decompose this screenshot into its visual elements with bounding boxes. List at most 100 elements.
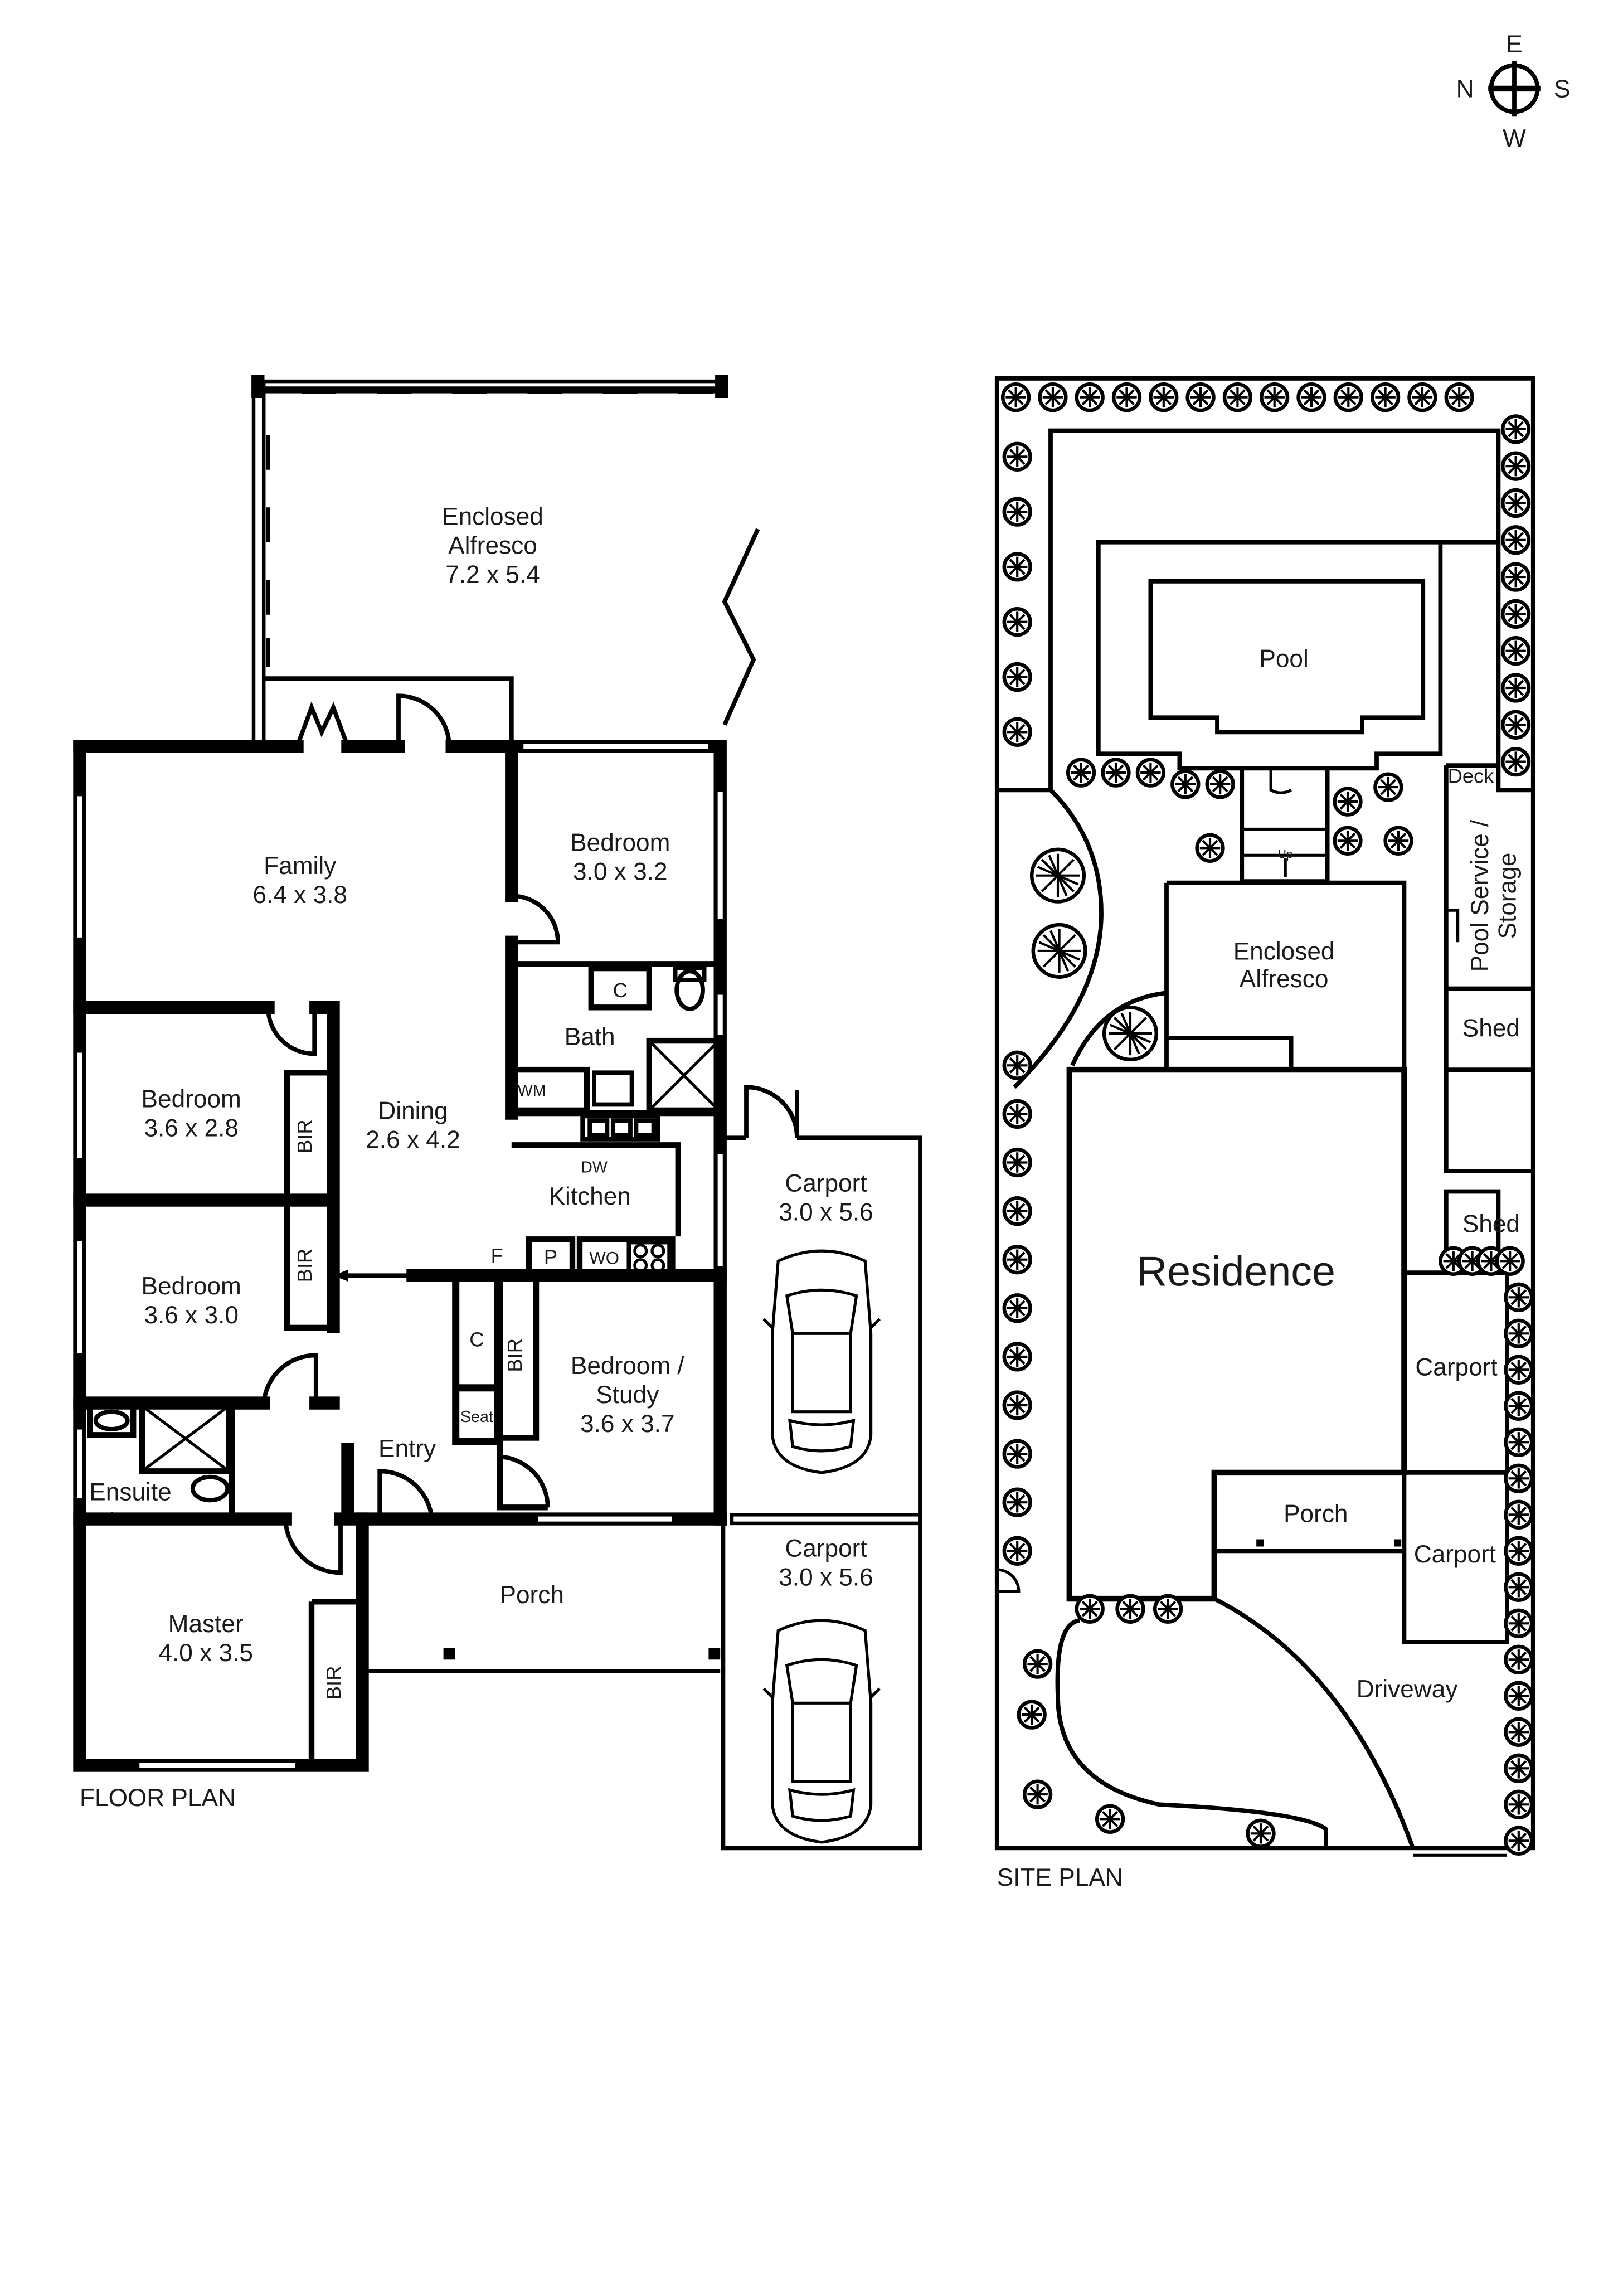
pool-service-label-2: Storage <box>1494 853 1522 939</box>
family-label: Family <box>264 852 336 880</box>
shed-1-label: Shed <box>1462 1014 1520 1042</box>
bedroom-2-label: Bedroom <box>142 1086 241 1113</box>
tree-icon <box>1117 1596 1144 1622</box>
tree-icon <box>1503 638 1529 664</box>
tree-icon <box>1004 1441 1031 1467</box>
tree-icon <box>1503 490 1529 516</box>
tree-icon <box>1004 1392 1031 1419</box>
tree-icon <box>1261 384 1287 410</box>
pantry-label: P <box>544 1246 557 1269</box>
shed-2-label: Shed <box>1462 1210 1520 1237</box>
tree-icon <box>1003 384 1029 410</box>
tree-icon <box>1505 1502 1532 1528</box>
tree-icon <box>1503 675 1529 701</box>
floor-plan: Enclosed Alfresco 7.2 x 5.4 Family 6.4 x… <box>73 375 922 1851</box>
bedroom-3-size: 3.6 x 3.0 <box>144 1302 239 1329</box>
tree-icon <box>1004 1052 1031 1079</box>
tree-icon <box>1505 1828 1532 1854</box>
tree-icon <box>1375 774 1401 800</box>
alfresco-label-2: Alfresco <box>448 532 537 560</box>
compass-east: E <box>1506 31 1522 58</box>
tree-icon <box>1505 1393 1532 1419</box>
site-alfresco-label-2: Alfresco <box>1240 965 1329 993</box>
tree-icon <box>1505 1792 1532 1818</box>
tree-icon <box>1503 601 1529 627</box>
tree-icon <box>1004 1149 1031 1176</box>
floor-plan-caption: FLOOR PLAN <box>80 1784 236 1812</box>
tree-icon <box>1077 384 1103 410</box>
tree-icon <box>1150 384 1177 410</box>
master-label: Master <box>168 1610 244 1638</box>
fridge-label: F <box>491 1244 503 1267</box>
tree-icon <box>1068 760 1094 786</box>
site-carport-1-label: Carport <box>1415 1354 1497 1381</box>
tree-icon <box>1505 1574 1532 1600</box>
family-size: 6.4 x 3.8 <box>252 881 347 909</box>
tree-icon <box>1505 1647 1532 1673</box>
seat-label: Seat <box>460 1408 493 1426</box>
tree-icon <box>1503 416 1529 443</box>
pool-label: Pool <box>1259 645 1308 672</box>
tree-icon <box>1410 384 1436 410</box>
tree-icon <box>1004 664 1031 690</box>
compass: E N S W <box>1456 31 1571 152</box>
bir-label-4: BIR <box>322 1666 345 1700</box>
carport-2-size: 3.0 x 5.6 <box>779 1564 873 1591</box>
tree-icon <box>1335 828 1361 854</box>
carport-1-label: Carport <box>785 1170 867 1197</box>
alfresco-label: Enclosed <box>442 503 543 531</box>
compass-west: W <box>1503 125 1526 152</box>
tree-icon <box>1497 1248 1523 1274</box>
tree-icon <box>1299 384 1325 410</box>
site-plan-caption: SITE PLAN <box>997 1864 1123 1891</box>
tree-icon <box>1335 789 1361 815</box>
study-label: Bedroom / <box>571 1352 685 1380</box>
porch-label: Porch <box>499 1581 563 1609</box>
tree-icon <box>1503 712 1529 738</box>
tree-icon <box>1505 1465 1532 1492</box>
tree-icon <box>1004 554 1031 580</box>
tree-icon <box>1004 1489 1031 1516</box>
tree-icon <box>1155 1596 1181 1622</box>
tree-icon <box>1248 1821 1274 1847</box>
tree-icon <box>1004 1101 1031 1127</box>
tree-icon <box>1004 1295 1031 1321</box>
up-label: Up <box>1278 848 1293 861</box>
site-porch-label: Porch <box>1284 1500 1348 1527</box>
tree-icon <box>1207 771 1233 798</box>
tree-icon <box>1505 1538 1532 1564</box>
tree-icon <box>1004 1344 1031 1370</box>
deck-label: Deck <box>1448 764 1495 787</box>
tree-icon <box>1197 835 1223 861</box>
carport-1-size: 3.0 x 5.6 <box>779 1199 873 1226</box>
master-size: 4.0 x 3.5 <box>158 1639 253 1667</box>
compass-north: N <box>1456 76 1474 103</box>
bir-label-1: BIR <box>293 1119 316 1153</box>
bedroom-2-size: 3.6 x 2.8 <box>144 1115 239 1142</box>
bedroom-ne-label: Bedroom <box>570 829 670 857</box>
tree-icon <box>1505 1755 1532 1782</box>
tree-icon <box>1505 1610 1532 1637</box>
tree-icon <box>1188 384 1214 410</box>
bir-label-2: BIR <box>293 1249 316 1283</box>
tree-icon <box>1503 564 1529 590</box>
tree-icon <box>1040 384 1066 410</box>
wall-oven-label: WO <box>589 1249 619 1268</box>
alfresco-size: 7.2 x 5.4 <box>445 561 540 589</box>
tree-icon <box>1386 828 1412 854</box>
tree-icon <box>1004 1198 1031 1224</box>
entry-label: Entry <box>378 1435 436 1462</box>
tree-icon <box>1004 499 1031 525</box>
alfresco-enclosure <box>251 375 760 749</box>
dining-label: Dining <box>378 1098 448 1125</box>
study-size: 3.6 x 3.7 <box>580 1410 675 1438</box>
dw-label: DW <box>581 1159 608 1177</box>
tree-icon <box>1505 1284 1532 1310</box>
site-alfresco-label: Enclosed <box>1233 938 1335 965</box>
tree-icon <box>1446 384 1473 410</box>
tree-icon <box>1019 1702 1045 1728</box>
tree-icon <box>1114 384 1140 410</box>
tree-icon <box>1172 771 1198 798</box>
tree-icon <box>1503 527 1529 553</box>
driveway-label: Driveway <box>1357 1676 1458 1703</box>
